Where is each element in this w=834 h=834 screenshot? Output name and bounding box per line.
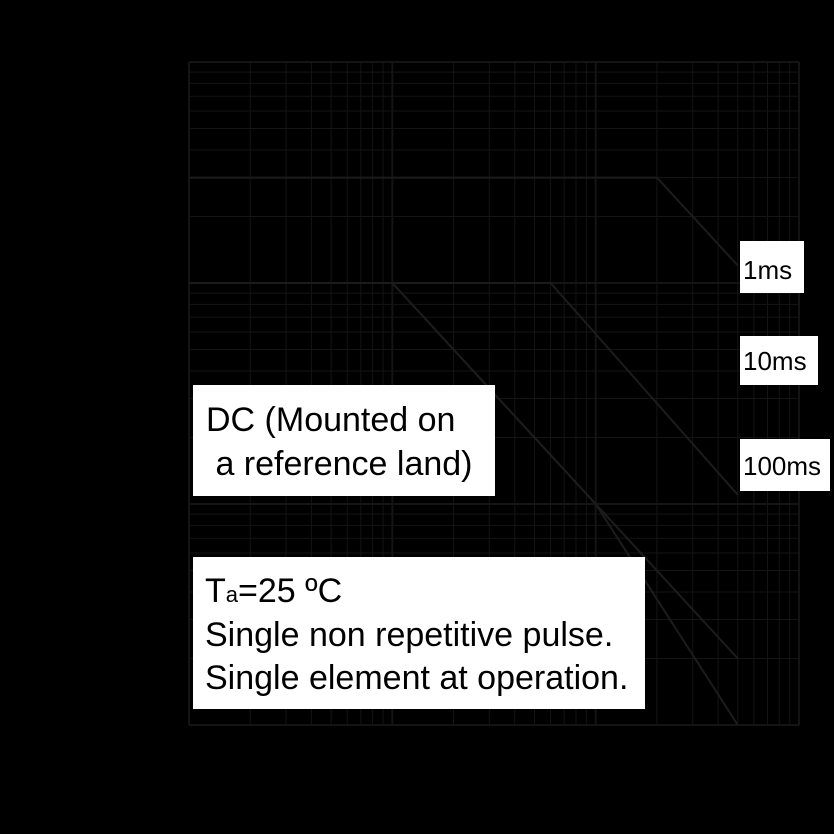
y-tick-label: -1000 [71, 44, 158, 82]
label-box-100ms [740, 439, 830, 491]
y-tick-label: -1 [128, 707, 158, 745]
label-box-10ms [740, 336, 818, 385]
x-tick-label: -0.1 [160, 752, 219, 790]
ta-subscript: a [226, 582, 239, 607]
dc-annotation-line-1: DC (Mounted on [206, 401, 455, 439]
conditions-box [193, 557, 645, 709]
label-box-1ms [740, 241, 804, 293]
dc-annotation-line-2: a reference land) [206, 445, 473, 483]
x-tick-label: -100 [765, 752, 833, 790]
element-condition: Single element at operation. [205, 659, 628, 697]
tick-labels: -1-10-100-1000-0.1-1-10-100 [71, 44, 833, 790]
y-tick-label: -100 [90, 265, 158, 303]
ta-symbol: T [205, 572, 226, 610]
x-tick-label: -10 [571, 752, 620, 790]
ta-value: =25 ºC [238, 572, 342, 610]
dc-annotation-box [193, 385, 495, 496]
x-tick-label: -1 [377, 752, 407, 790]
curve-labels: 1ms 10ms 100ms [740, 241, 830, 491]
label-1ms: 1ms [743, 255, 792, 285]
pulse-condition: Single non repetitive pulse. [205, 616, 613, 654]
label-100ms: 100ms [743, 451, 821, 481]
y-tick-label: -10 [109, 486, 158, 524]
series-line-0 [189, 176, 739, 267]
ta-condition: Ta=25 ºC [205, 572, 342, 610]
label-10ms: 10ms [743, 346, 807, 376]
conditions-annotation: Ta=25 ºC Single non repetitive pulse. Si… [193, 557, 645, 709]
dc-annotation: DC (Mounted on a reference land) [193, 385, 495, 496]
